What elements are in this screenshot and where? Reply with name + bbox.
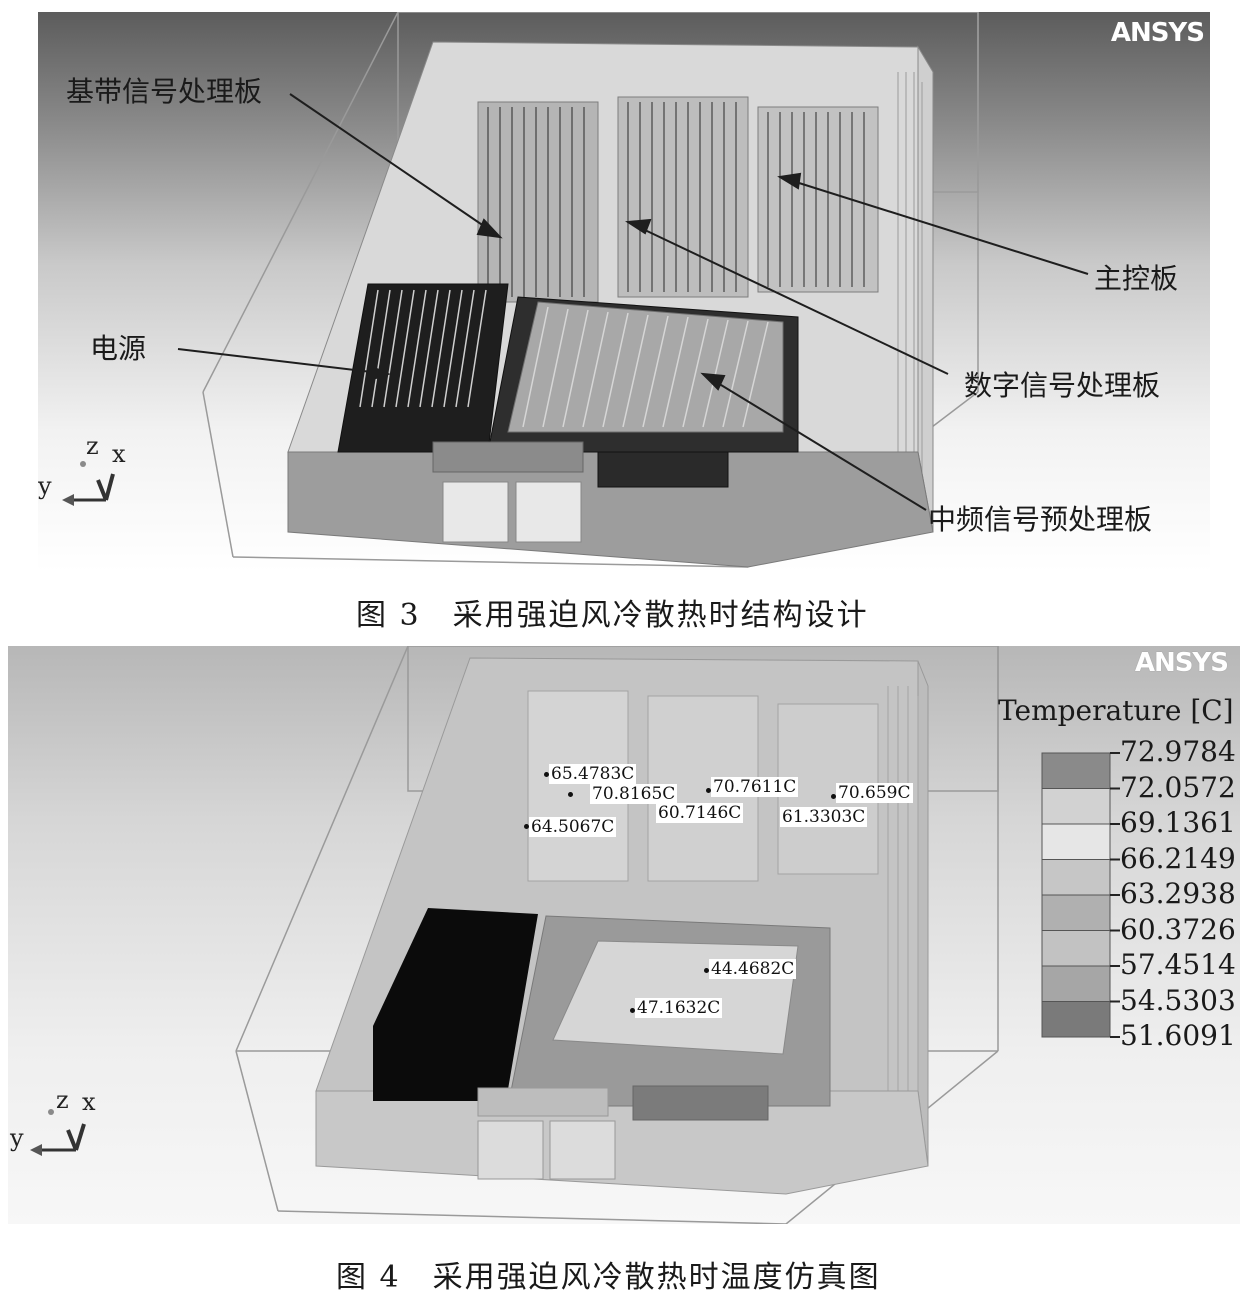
probe-dot [630,1008,635,1013]
fig4-ansys-logo: ANSYS [1134,648,1229,678]
legend-band [1041,1001,1111,1038]
fig4-baseband-bay [527,690,629,882]
fig4-axis-y-label: y [10,1124,24,1152]
legend-band [1041,859,1111,896]
fig3-digital-fins [627,102,737,292]
legend-value: 72.9784 [1120,735,1236,768]
probe-label: 61.3303C [780,807,868,827]
callout-digital-board: 数字信号处理板 [964,369,1161,402]
legend-title: Temperature [C] [998,694,1234,727]
probe-label: 70.8165C [590,784,678,804]
fig4-front-dark-block [632,1085,769,1121]
fig4-axis-x-label: x [82,1088,96,1116]
fig4-axis-z-label: z [56,1086,69,1114]
fig3-power-fins [359,289,487,408]
probe-label: 60.7146C [656,803,744,823]
fig3-if-fins [522,306,769,428]
fig3-front-vent [432,441,584,473]
legend-value: 63.2938 [1120,877,1236,910]
probe-label: 65.4783C [549,764,637,784]
probe-label: 44.4682C [709,959,797,979]
fig4-front-vent [477,1087,609,1117]
fig4-axis-triad [30,1109,86,1156]
legend-value: 51.6091 [1120,1019,1236,1052]
fig3-baseband-fins [487,107,585,297]
legend-band [1041,788,1111,825]
legend-band [1041,752,1111,789]
fig3-fan-right [515,481,582,543]
fig3-baseband-board [477,101,599,303]
fig3-front-dark-block [597,451,729,488]
fig3-if-board [507,301,784,433]
fig3-main-control-board [757,106,879,293]
probe-dot [706,788,711,793]
probe-dot [544,772,549,777]
callout-power-supply: 电源 [90,332,147,365]
legend-value: 54.5303 [1120,983,1236,1017]
figure-3-panel: ANSYS 基带信号处理板 主控板 电源 数字信号处理板 中频信号预处理板 z … [38,12,1210,572]
probe-dot [524,824,529,829]
fig3-leader-lines [177,93,1089,511]
probe-label: 64.5067C [529,817,617,837]
legend-value: 60.3726 [1120,912,1236,946]
fig3-axis-triad [62,461,115,506]
legend-band [1041,894,1111,931]
fig4-fan-right [549,1120,616,1180]
figure-4-caption: 图 4 采用强迫风冷散热时温度仿真图 [336,1260,881,1295]
fig3-axis-z-label: z [86,432,99,460]
legend-value: 66.2149 [1120,841,1236,875]
legend-band [1041,823,1111,860]
fig3-axis-y-label: y [38,472,52,500]
probe-dot [831,794,836,799]
legend-value: 72.0572 [1120,770,1236,804]
callout-main-control-board: 主控板 [1094,262,1179,295]
fig3-fan-left [442,481,509,543]
legend-band [1041,930,1111,967]
fig4-temperature-model [30,646,1120,1224]
fig3-side-wall [917,45,934,533]
fig3-axis-x-label: x [112,440,126,468]
legend-band [1041,965,1111,1002]
probe-label: 47.1632C [635,998,723,1018]
fig4-legend-colorbar [1041,752,1120,1038]
probe-dot [568,792,573,797]
fig3-main-control-fins [767,112,865,287]
fig3-structure-model [62,12,1089,568]
callout-if-preprocess-board: 中频信号预处理板 [928,503,1153,536]
fig4-fan-left [477,1120,544,1180]
probe-label: 70.7611C [711,777,799,797]
fig3-ansys-logo: ANSYS [1110,18,1205,48]
fig3-digital-board [617,96,749,298]
legend-value: 57.4514 [1120,948,1236,981]
fig4-side-wall [917,660,929,1167]
probe-label: 70.659C [836,783,913,803]
figure-3-caption: 图 3 采用强迫风冷散热时结构设计 [356,598,869,633]
fig4-side-fins [887,686,919,1166]
probe-dot [704,968,709,973]
callout-baseband-board: 基带信号处理板 [66,75,263,108]
legend-value: 69.1361 [1120,806,1236,839]
fig4-power-supply [373,908,538,1101]
